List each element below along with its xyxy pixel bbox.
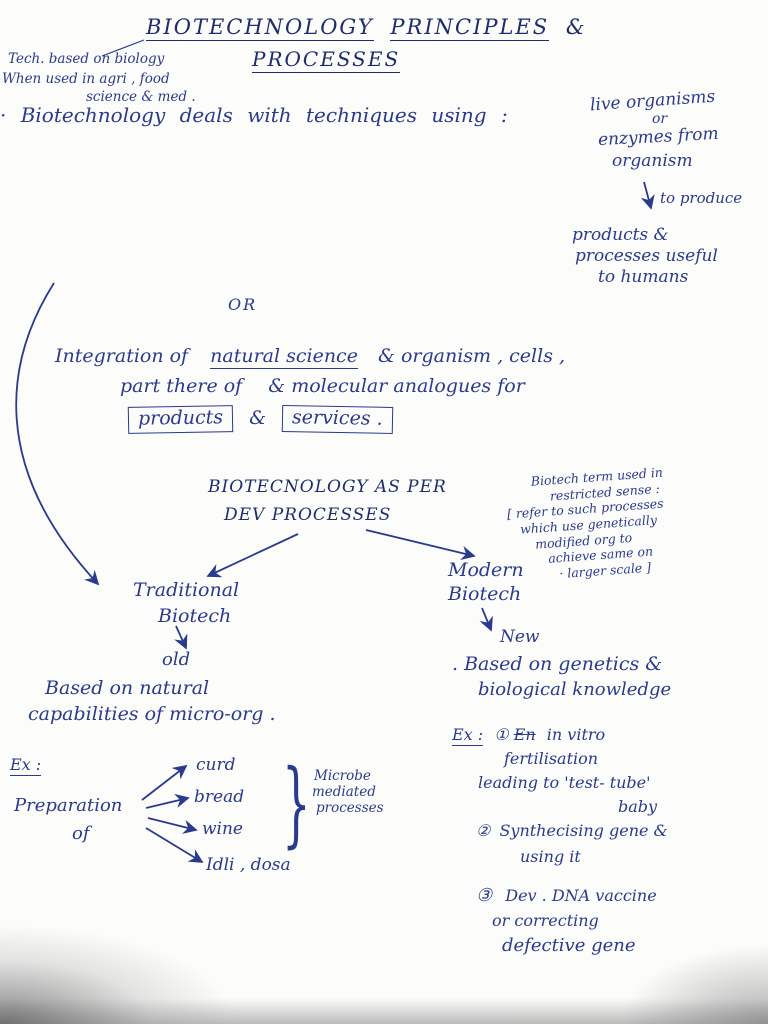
circled-three: ③	[476, 885, 493, 906]
traditional-old-arrow	[174, 625, 188, 650]
microbe-note-l3: processes	[316, 800, 384, 817]
integration-line1: Integration of natural science & organis…	[55, 345, 566, 369]
traditional-ex-label: Ex :	[10, 755, 42, 776]
title-word-processes: PROCESSES	[252, 47, 401, 73]
modern-ex-label: Ex :	[452, 725, 484, 746]
microbe-note-l1: Microbe	[314, 768, 371, 784]
struck-word: En	[513, 725, 536, 744]
services-box: services .	[281, 405, 393, 434]
classification-heading1: BIOTECNOLOGY AS PER	[208, 477, 447, 497]
chain-products: products &	[572, 225, 669, 245]
item-wine: wine	[202, 819, 243, 839]
margin-note-tech: Tech. based on biology	[8, 51, 165, 67]
traditional-old: old	[162, 649, 191, 670]
integration-line2: part there of & molecular analogues for	[120, 376, 525, 397]
prep-arrow-idli	[145, 827, 204, 863]
chain-enzymes-from: enzymes from	[597, 123, 720, 151]
integration-rest1: & organism , cells ,	[378, 345, 566, 367]
prep-arrow-curd	[141, 764, 188, 801]
modern-desc1: . Based on genetics &	[452, 653, 663, 675]
traditional-name1: Traditional	[133, 579, 240, 601]
modern-ex2a: Synthecising gene &	[499, 821, 668, 840]
item-bread: bread	[194, 787, 245, 807]
modern-ex2b: using it	[520, 847, 581, 866]
circled-one: ①	[494, 725, 509, 744]
integration-amp: &	[249, 407, 267, 429]
chain-or: or	[652, 111, 668, 127]
to-produce-arrow	[640, 181, 655, 210]
scan-shadow-bottom-right	[618, 944, 768, 1024]
modern-ex3c: defective gene	[502, 935, 636, 956]
brace-glyph: }	[282, 752, 311, 861]
margin-note-when2: science & med .	[86, 89, 196, 105]
item-idli-dosa: Idli , dosa	[206, 855, 291, 875]
curve-arrow-to-traditional	[15, 282, 100, 586]
modern-ex2-line: ② Synthecising gene &	[476, 822, 668, 840]
preparation-of: of	[72, 823, 90, 844]
modern-name1: Modern	[448, 559, 524, 581]
modern-new: New	[500, 627, 540, 647]
traditional-desc1: Based on natural	[45, 677, 210, 699]
branch-arrow-modern	[365, 529, 476, 561]
modern-ex1b: fertilisation	[504, 749, 599, 768]
or-divider: OR	[228, 295, 258, 314]
prep-arrow-wine	[147, 817, 198, 834]
modern-new-arrow	[479, 607, 493, 632]
microbe-note-l2: mediated	[312, 784, 376, 801]
classification-heading2: DEV PROCESSES	[224, 505, 392, 525]
chain-processes-useful: processes useful	[575, 246, 718, 266]
modern-ex3b: or correcting	[492, 911, 599, 930]
intro-bullet: · Biotechnology deals with techniques us…	[0, 103, 508, 127]
chain-to-humans: to humans	[598, 267, 689, 287]
traditional-name2: Biotech	[158, 605, 232, 627]
microbe-note: Microbe mediated processes	[312, 768, 384, 817]
modern-ex1c: leading to 'test- tube'	[478, 773, 651, 792]
integration-molecular: & molecular analogues for	[268, 375, 525, 397]
preparation-label: Preparation	[14, 795, 123, 816]
integration-line3: products & services .	[127, 405, 393, 434]
scan-shadow-bottom-left	[0, 924, 240, 1024]
item-curd: curd	[196, 755, 236, 775]
modern-ex1d: baby	[618, 797, 658, 816]
circled-two: ②	[476, 821, 491, 840]
ex-label-text: Ex :	[10, 755, 42, 776]
chain-to-produce: to produce	[660, 189, 743, 207]
title-word-principles: PRINCIPLES	[390, 15, 550, 41]
modern-name2: Biotech	[448, 583, 522, 605]
title-word-biotechnology: BIOTECHNOLOGY	[146, 15, 374, 41]
margin-note-when: When used in agri , food	[2, 71, 170, 87]
restricted-sense-note: Biotech term used in restricted sense : …	[504, 465, 670, 585]
integration-part-thereof: part there of	[120, 375, 243, 397]
traditional-desc2: capabilities of micro-org .	[28, 703, 276, 725]
title-ampersand: &	[565, 15, 587, 39]
chain-organism: organism	[612, 151, 693, 171]
modern-ex3-line: ③ Dev . DNA vaccine	[476, 886, 657, 906]
integration-lead: Integration of	[55, 345, 189, 367]
products-box: products	[127, 405, 234, 434]
prep-arrow-bread	[145, 793, 190, 809]
branch-arrow-traditional	[206, 533, 299, 578]
integration-natural-science: natural science	[210, 345, 358, 369]
modern-desc2: biological knowledge	[478, 679, 672, 700]
page-title-line2: PROCESSES	[252, 47, 401, 73]
modern-ex3a: Dev . DNA vaccine	[505, 886, 657, 905]
page-title: BIOTECHNOLOGY PRINCIPLES &	[146, 15, 587, 41]
modern-ex1-line: Ex : ① En in vitro	[452, 725, 606, 746]
modern-ex1a: in vitro	[546, 725, 606, 744]
